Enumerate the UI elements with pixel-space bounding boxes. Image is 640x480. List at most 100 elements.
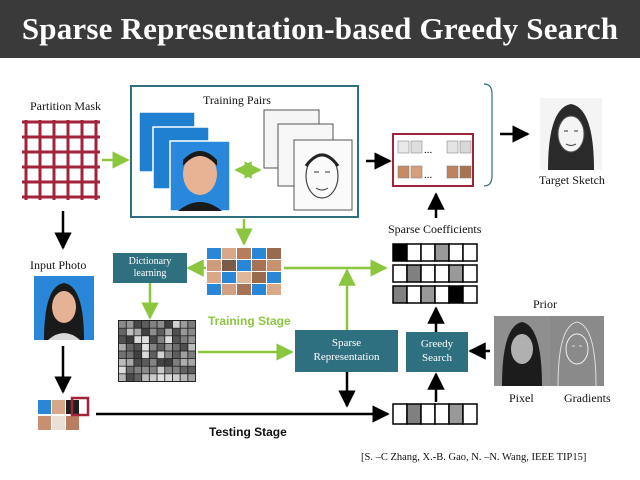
dictionary-atom [142, 351, 149, 359]
training-stage-label: Training Stage [208, 314, 291, 328]
greedy-search-box: Greedy Search [406, 332, 468, 372]
training-patch [267, 272, 281, 283]
dictionary-atom [142, 359, 149, 366]
gradients-label: Gradients [564, 391, 611, 405]
dictionary-atom [157, 343, 165, 351]
partition-mask [22, 120, 100, 200]
training-patch [252, 260, 266, 271]
dictionary-atom [188, 328, 196, 336]
prior-pixel-image [494, 316, 550, 386]
dictionary-atom [126, 359, 134, 366]
partition-mask-label: Partition Mask [30, 99, 101, 113]
coefficient-cell [420, 243, 436, 262]
training-patch [222, 260, 236, 271]
test-coefficient-cell [420, 403, 436, 425]
input-photo-label: Input Photo [30, 258, 87, 272]
pixel-label: Pixel [509, 391, 534, 405]
prior-gradients-image [550, 316, 604, 387]
test-coefficient-cell [448, 403, 464, 425]
dictionary-atom [142, 343, 149, 351]
dictionary-atom [165, 374, 172, 381]
dictionary-atom [172, 343, 180, 351]
input-photo-image [34, 276, 94, 340]
dictionary-atom [142, 321, 149, 328]
sparse-representation-box: Sparse Representation [295, 330, 398, 372]
dictionary-atom [157, 321, 165, 328]
dictionary-atom [126, 343, 134, 351]
dictionary-atom [180, 321, 188, 328]
dictionary-atom [172, 328, 180, 336]
dictionary-atom [157, 374, 165, 381]
dictionary-atom [149, 328, 157, 336]
ellipsis-top: ... [424, 144, 433, 156]
dictionary-atom [180, 336, 188, 343]
dictionary-atom [157, 366, 165, 374]
input-patch [52, 416, 65, 430]
coefficient-cell [392, 264, 408, 283]
dictionary-atom [157, 351, 165, 359]
dictionary-atom [149, 374, 157, 381]
selected-patch [459, 140, 472, 154]
test-coefficient-cell [434, 403, 450, 425]
dictionary-atom [149, 359, 157, 366]
greedy-search-text: Greedy Search [420, 338, 454, 364]
ellipsis-bottom: ... [424, 169, 433, 181]
coefficient-cell [434, 285, 450, 304]
dictionary-atom [172, 359, 180, 366]
sketch-stack [263, 109, 353, 211]
dictionary-atom [119, 359, 126, 366]
dictionary-atom [157, 328, 165, 336]
selected-patch [446, 165, 459, 179]
coefficient-cell [392, 285, 408, 304]
dictionary-atom [188, 359, 196, 366]
training-patch [237, 284, 251, 295]
dictionary-atom [149, 321, 157, 328]
coefficient-cell [406, 264, 422, 283]
dictionary-atom [149, 366, 157, 374]
dictionary-atoms [118, 320, 196, 382]
target-sketch-image [540, 98, 602, 170]
dictionary-atom [142, 328, 149, 336]
dictionary-atom [165, 351, 172, 359]
selected-patch [410, 165, 423, 179]
dictionary-atom [149, 351, 157, 359]
dictionary-atom [180, 351, 188, 359]
dictionary-atom [126, 374, 134, 381]
dictionary-atom [126, 351, 134, 359]
selected-patches [397, 140, 472, 179]
coefficient-cell [462, 264, 478, 283]
dictionary-atom [134, 374, 142, 381]
training-patch [207, 284, 221, 295]
dictionary-atom [119, 351, 126, 359]
dictionary-atom [119, 366, 126, 374]
dictionary-atom [134, 351, 142, 359]
selected-patch [446, 140, 459, 154]
training-patch [207, 272, 221, 283]
dictionary-atom [180, 328, 188, 336]
dictionary-atom [180, 343, 188, 351]
coefficient-cell [448, 243, 464, 262]
coefficient-cell [406, 243, 422, 262]
selected-patch [459, 165, 472, 179]
prior-label: Prior [533, 297, 557, 311]
dictionary-atom [134, 359, 142, 366]
coefficient-cell [406, 285, 422, 304]
dictionary-atom [157, 336, 165, 343]
dictionary-atom [188, 366, 196, 374]
dictionary-atom [165, 359, 172, 366]
dictionary-atom [188, 321, 196, 328]
test-coefficient-vector [392, 403, 478, 425]
coefficient-cell [462, 243, 478, 262]
coefficient-cell [420, 285, 436, 304]
dictionary-atom [165, 328, 172, 336]
dictionary-atom [165, 343, 172, 351]
dictionary-atom [142, 366, 149, 374]
selected-patch [397, 165, 410, 179]
dictionary-learning-text: Dictionary learning [128, 255, 172, 280]
input-patch [66, 416, 79, 430]
dictionary-atom [149, 343, 157, 351]
dictionary-atom [142, 374, 149, 381]
dictionary-atom [165, 321, 172, 328]
coefficient-cell [448, 285, 464, 304]
dictionary-atom [172, 374, 180, 381]
